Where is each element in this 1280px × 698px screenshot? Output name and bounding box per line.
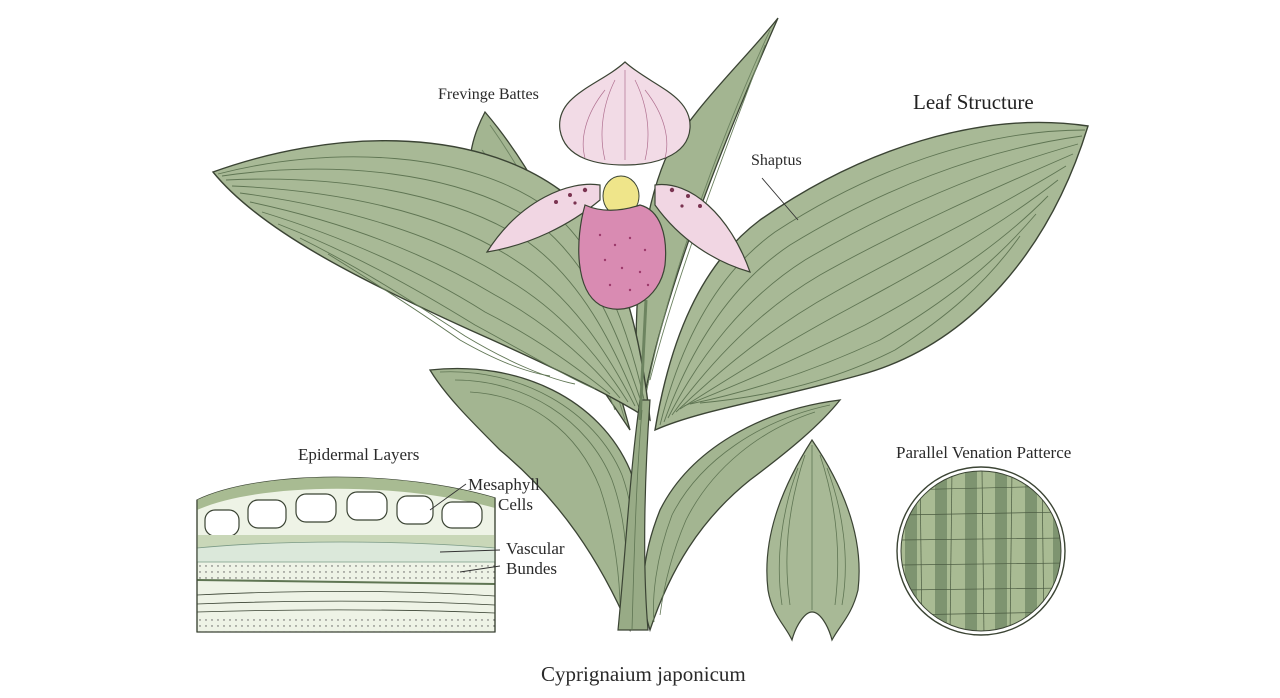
leaf-right: [654, 121, 1089, 432]
species-caption: Cyprignaium japonicum: [541, 662, 746, 686]
orchid-flower: [485, 61, 751, 310]
single-leaf-detail: [766, 438, 860, 642]
vascular-label-line1: Vascular: [506, 539, 565, 558]
vascular-label: Vascular Bundes: [506, 539, 565, 579]
leaf-structure-title: Leaf Structure: [913, 90, 1034, 114]
epidermal-layers-label: Epidermal Layers: [298, 445, 420, 464]
vascular-label-line2: Bundes: [506, 559, 557, 578]
leaf-callout-label: Shaptus: [751, 152, 802, 169]
mesophyll-label-line2: Cells: [498, 495, 533, 514]
mesophyll-label-line1: Mesaphyll: [468, 475, 540, 494]
epidermal-cross-section: [196, 476, 496, 633]
leaf-lower-right: [642, 399, 842, 633]
mesophyll-label: Mesaphyll Cells: [468, 475, 540, 515]
flower-callout-label: Frevinge Battes: [438, 86, 539, 103]
leader-leaf: [761, 177, 799, 221]
stem: [617, 299, 651, 631]
cross-section-leaders: [429, 483, 501, 573]
venation-label: Parallel Venation Patterce: [896, 443, 1072, 462]
venation-magnifier: [896, 466, 1066, 636]
